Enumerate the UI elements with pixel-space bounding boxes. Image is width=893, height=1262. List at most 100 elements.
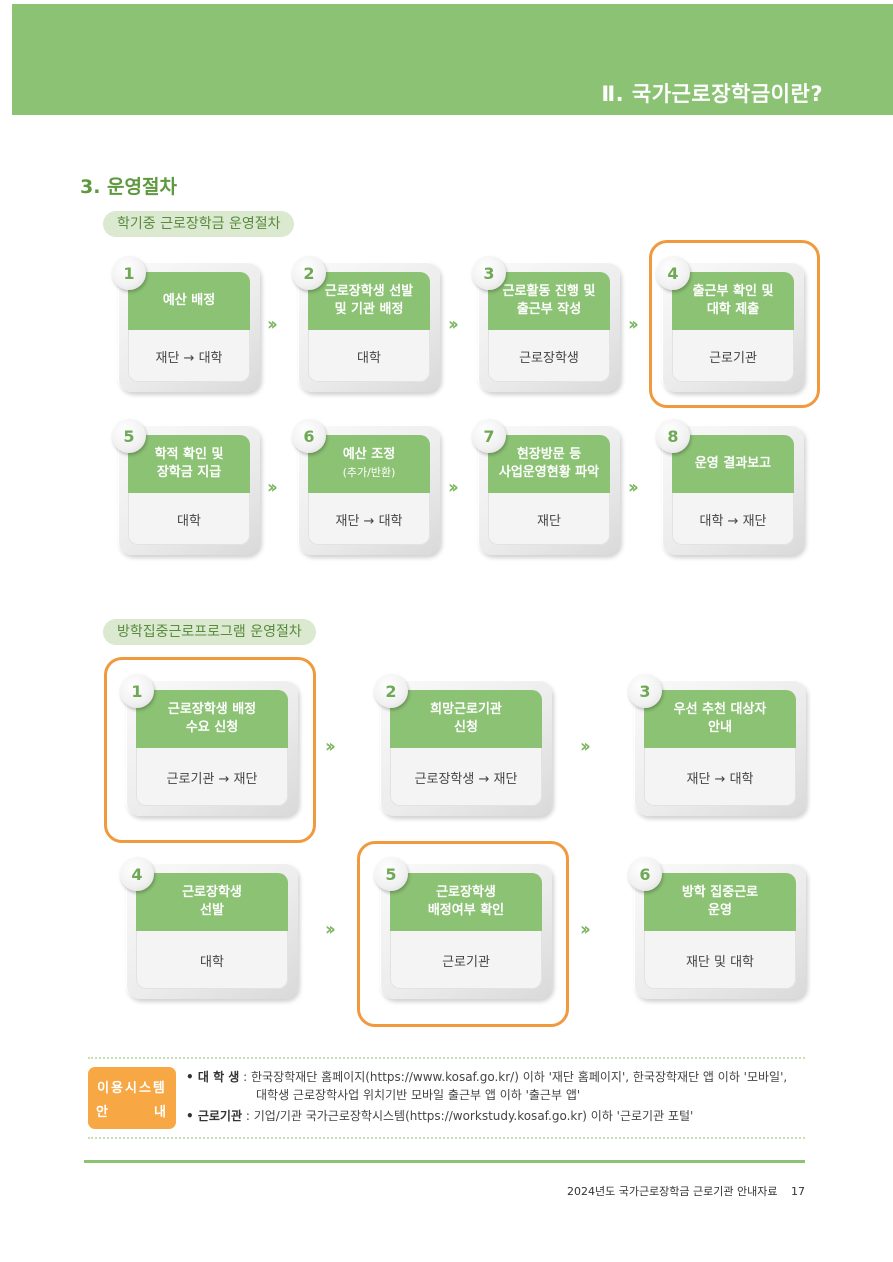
vacation-procedure-label: 방학집중근로프로그램 운영절차 [103,619,316,645]
step-actor: 재단 → 대학 [335,513,403,529]
step-title: 예산 조정 (추가/반환) [308,435,430,493]
step-number-badge: 4 [120,857,154,891]
step-title-t1: 현장방문 등 [516,447,582,462]
flow-arrow-icon: ›› [448,477,459,498]
flow-arrow-icon: ›› [628,314,639,335]
step-title-t2: 사업운영현황 파악 [498,465,600,480]
step-title-t1: 우선 추천 대상자 [673,702,767,717]
flow-arrow-icon: ›› [580,919,591,940]
step-number-badge: 7 [472,419,506,453]
badge-line2b: 내 [154,1105,166,1120]
step-title-t1: 예산 배정 [162,293,216,308]
step-title-t1: 예산 조정 [342,447,396,462]
step-title-t1: 근로장학생 [436,885,496,900]
step-title-t2: 출근부 작성 [516,302,582,317]
step-title-t2: 장학금 지급 [156,465,222,480]
footer-bar [84,1160,805,1163]
step-actor: 재단 → 대학 [155,350,223,366]
step-number-badge: 5 [374,857,408,891]
step-title-t1: 근로장학생 선발 [324,284,414,299]
system-guide-badge: 이용시스템 안 내 [88,1067,176,1129]
step-title-t2: 대학 제출 [706,302,760,317]
step-title: 운영 결과보고 [672,435,794,493]
info-university: • 대 학 생 : 한국장학재단 홈페이지(https://www.kosaf.… [186,1068,787,1085]
step-number-badge: 5 [112,419,146,453]
badge-line2a: 안 [96,1105,108,1120]
footer-text: 2024년도 국가근로장학금 근로기관 안내자료 [566,1185,778,1198]
step-title-t1: 방학 집중근로 [681,885,759,900]
step-actor: 근로장학생 → 재단 [414,771,518,787]
step-actor: 대학 [357,350,381,366]
flow-arrow-icon: ›› [448,314,459,335]
divider-bottom [88,1137,805,1139]
step-actor: 재단 [537,513,561,529]
step-number-badge: 6 [292,419,326,453]
step-title-t1: 출근부 확인 및 [692,284,774,299]
step-title-t2: 운영 [708,903,732,918]
info-organization-label: • 근로기관 [186,1109,243,1123]
step-title-t2: 및 기관 배정 [334,302,404,317]
badge-line1: 이용시스템 [97,1081,167,1096]
step-number-badge: 3 [628,674,662,708]
step-title-t2: 선발 [200,903,224,918]
chapter-title: Ⅱ. 국가근로장학금이란? [601,82,823,106]
flow-arrow-icon: ›› [267,314,278,335]
step-actor: 대학 → 재단 [699,513,767,529]
flow-arrow-icon: ›› [325,736,336,757]
step-number-badge: 2 [292,256,326,290]
info-university-text2: 대학생 근로장학사업 위치기반 모바일 출근부 앱 이하 '출근부 앱' [256,1088,581,1102]
step-actor: 근로장학생 [519,350,579,366]
step-title-sub: (추가/반환) [342,466,396,479]
step-title-t1: 희망근로기관 [430,702,502,717]
step-title-t1: 근로장학생 [182,885,242,900]
semester-step-card: 6 예산 조정 (추가/반환) 재단 → 대학 [292,419,440,555]
highlight-semester-step-4 [649,240,820,408]
step-title-t1: 학적 확인 및 [154,447,224,462]
info-university-label: • 대 학 생 [186,1070,240,1084]
step-actor: 대학 [200,954,224,970]
highlight-vacation-step-1 [104,657,316,843]
step-number-badge: 1 [120,674,154,708]
step-actor: 근로기관 [442,954,490,970]
step-number-badge: 3 [472,256,506,290]
header-banner: Ⅱ. 국가근로장학금이란? [12,4,893,115]
step-number-badge: 8 [656,419,690,453]
step-title-t2: 수요 신청 [185,720,239,735]
section-title: 3. 운영절차 [80,176,177,198]
step-title-t2: 배정여부 확인 [427,903,505,918]
step-title-t2: 안내 [708,720,732,735]
step-actor: 재단 및 대학 [685,954,755,970]
step-title-t1: 근로장학생 배정 [167,702,257,717]
info-university-text: : 한국장학재단 홈페이지(https://www.kosaf.go.kr/) … [243,1070,788,1084]
